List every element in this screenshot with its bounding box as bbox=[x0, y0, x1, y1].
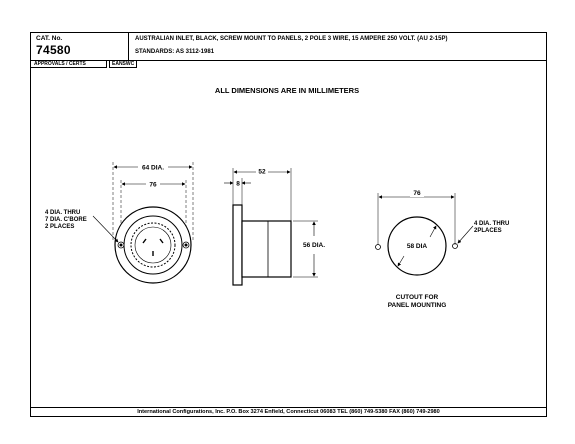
hole-note-line-1: 4 DIA. THRU bbox=[45, 210, 80, 216]
dim-cutout-spacing: 76 bbox=[413, 190, 421, 197]
footer-contact: International Configurations, Inc. P.O. … bbox=[31, 407, 546, 416]
cutout-hole-note-1: 4 DIA. THRU bbox=[474, 221, 509, 227]
cat-number: 74580 bbox=[36, 43, 71, 57]
approval-value: EANSWC bbox=[109, 61, 138, 68]
dim-bolt-spacing: 76 bbox=[149, 182, 157, 189]
dim-depth: 52 bbox=[258, 169, 266, 176]
side-flange bbox=[232, 204, 243, 286]
cat-label: CAT. No. bbox=[36, 35, 63, 42]
approvals-label: APPROVALS / CERTS bbox=[31, 61, 107, 68]
cutout-caption-2: PANEL MOUNTING bbox=[388, 302, 447, 309]
cutout-hole-note-2: 2PLACES bbox=[474, 228, 502, 234]
dim-cutout-diameter: 58 DIA bbox=[407, 243, 428, 250]
dimension-note: ALL DIMENSIONS ARE IN MILLIMETERS bbox=[215, 86, 359, 95]
hole-note-line-2: 7 DIA. C'BORE bbox=[45, 217, 87, 223]
leader-line bbox=[457, 225, 474, 244]
drawing-sheet: CAT. No. 74580 AUSTRALIAN INLET, BLACK, … bbox=[30, 32, 547, 417]
side-body bbox=[241, 220, 292, 278]
catalog-number-box: CAT. No. 74580 bbox=[31, 33, 129, 61]
dim-outer-diameter: 64 DIA. bbox=[142, 165, 164, 172]
cutout-hole-left bbox=[375, 244, 381, 250]
approvals-row: APPROVALS / CERTS EANSWC bbox=[31, 61, 548, 68]
front-view: 64 DIA. 76 4 DIA. THRU 7 DIA. C'BORE 2 P… bbox=[45, 162, 194, 284]
product-description: AUSTRALIAN INLET, BLACK, SCREW MOUNT TO … bbox=[135, 36, 448, 42]
dim-body-diameter: 56 DIA. bbox=[303, 242, 325, 249]
inlet-outer-flange bbox=[114, 206, 192, 284]
inlet-inner-face bbox=[134, 226, 172, 264]
leader-line bbox=[92, 215, 119, 243]
side-view: 52 8 56 DIA. bbox=[224, 167, 325, 286]
cutout-caption-1: CUTOUT FOR bbox=[396, 294, 439, 301]
dimension-line bbox=[397, 255, 405, 267]
standards-text: STANDARDS: AS 3112-1981 bbox=[135, 49, 215, 55]
pin-slots-icon bbox=[142, 238, 164, 256]
dimension-line bbox=[429, 225, 437, 238]
cutout-hole-right bbox=[452, 243, 458, 249]
dim-flange: 8 bbox=[236, 181, 240, 188]
description-box: AUSTRALIAN INLET, BLACK, SCREW MOUNT TO … bbox=[129, 33, 546, 61]
cutout-circle bbox=[387, 216, 447, 276]
hole-note-line-3: 2 PLACES bbox=[45, 224, 74, 230]
cutout-view: 76 58 DIA 4 DIA. THRU 2PLACES CUTOUT FOR… bbox=[375, 189, 509, 309]
inlet-face bbox=[130, 222, 176, 268]
